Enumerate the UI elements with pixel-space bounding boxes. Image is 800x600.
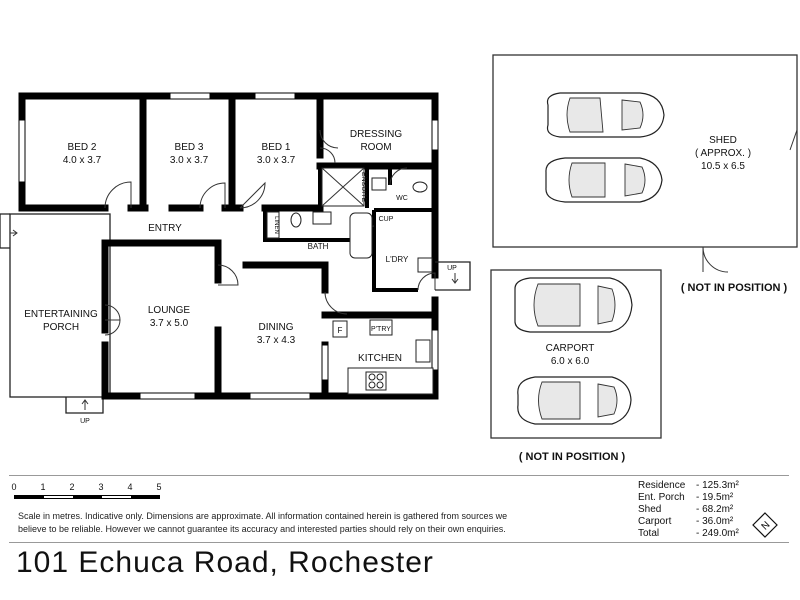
room-lounge-size: 3.7 x 5.0	[150, 318, 189, 329]
room-cup: CUP	[379, 216, 394, 223]
carport: CARPORT 6.0 x 6.0	[490, 269, 662, 439]
disclaimer-line: Scale in metres. Indicative only. Dimens…	[18, 511, 508, 521]
area-name: Carport	[638, 516, 672, 527]
toilet	[412, 181, 428, 193]
house-walls	[18, 92, 439, 400]
room-dressing-line2: ROOM	[360, 142, 391, 153]
vanity	[312, 211, 332, 225]
fridge-box	[332, 320, 348, 338]
shed: SHED ( APPROX. ) 10.5 x 6.5	[492, 54, 798, 273]
area-name: Ent. Porch	[638, 492, 685, 503]
footer-divider	[9, 542, 789, 543]
car-icon	[517, 376, 632, 425]
disclaimer-line: believe to be reliable. However we canno…	[18, 524, 506, 534]
carport-outline	[490, 269, 662, 439]
room-bed3-size: 3.0 x 3.7	[170, 155, 209, 166]
porch-label-line2: PORCH	[43, 322, 79, 333]
area-row: Total - 249.0m²	[638, 528, 760, 540]
scale-tick: 3	[98, 482, 104, 492]
room-bed2-name: BED 2	[68, 142, 97, 153]
room-pantry: P'TRY	[371, 326, 391, 333]
linen-cupboard	[266, 211, 280, 239]
area-row: Residence - 125.3m²	[638, 480, 760, 492]
area-name: Total	[638, 528, 660, 539]
disclaimer: Scale in metres. Indicative only. Dimens…	[18, 510, 608, 536]
room-entry: ENTRY	[148, 223, 182, 234]
room-dining-name: DINING	[259, 322, 294, 333]
car-icon	[545, 157, 663, 203]
area-value: - 249.0m²	[696, 528, 739, 539]
area-name: Shed	[638, 504, 662, 515]
porch-label-line1: ENTERTAINING	[24, 309, 98, 320]
room-bed2-size: 4.0 x 3.7	[63, 155, 102, 166]
area-name: Residence	[638, 480, 686, 491]
area-value: - 68.2m²	[696, 504, 734, 515]
ensuite-basin	[371, 177, 387, 191]
scale-bar-graphic	[14, 495, 160, 499]
toilet	[290, 212, 302, 228]
room-fridge: F	[338, 326, 343, 335]
scale-tick: 1	[40, 482, 46, 492]
carport-size: 6.0 x 6.0	[551, 356, 590, 367]
room-ensuite: ENSUITE	[360, 172, 367, 203]
bathtub	[349, 212, 373, 259]
fixtures	[266, 167, 434, 395]
north-arrow-icon: N	[752, 512, 778, 538]
pantry-box	[369, 319, 393, 336]
shed-note: ( NOT IN POSITION )	[681, 282, 788, 294]
laundry-tub	[417, 257, 433, 273]
area-row: Ent. Porch - 19.5m²	[638, 492, 760, 504]
shed-side-door	[789, 129, 798, 151]
shed-outline	[492, 54, 798, 248]
doors	[104, 129, 436, 336]
room-bed3-name: BED 3	[175, 142, 204, 153]
room-bath: BATH	[308, 242, 329, 251]
room-bed1-size: 3.0 x 3.7	[257, 155, 296, 166]
area-summary: Residence - 125.3m² Ent. Porch - 19.5m² …	[638, 480, 760, 540]
porch-up-label: UP	[80, 418, 90, 425]
room-kitchen: KITCHEN	[358, 353, 402, 364]
footer-divider	[9, 475, 789, 476]
shed-name: SHED	[709, 135, 737, 146]
scale-tick: 2	[69, 482, 75, 492]
room-dining-size: 3.7 x 4.3	[257, 335, 296, 346]
area-row: Carport - 36.0m²	[638, 516, 760, 528]
laundry-up-label: UP	[447, 265, 457, 272]
shed-size: 10.5 x 6.5	[701, 161, 745, 172]
shed-approx: ( APPROX. )	[695, 148, 751, 159]
scale-tick: 5	[156, 482, 162, 492]
room-ldry: L'DRY	[386, 255, 409, 264]
carport-name: CARPORT	[546, 343, 595, 354]
windows	[18, 92, 439, 400]
area-value: - 36.0m²	[696, 516, 734, 527]
scale-tick: 4	[127, 482, 133, 492]
property-address: 101 Echuca Road, Rochester	[16, 546, 434, 579]
scale-bar: 0 1 2 3 4 5	[11, 482, 174, 506]
laundry-step	[435, 261, 471, 291]
cooktop-icon	[365, 371, 387, 391]
scale-tick: 0	[11, 482, 17, 492]
area-row: Shed - 68.2m²	[638, 504, 760, 516]
car-icon	[514, 277, 633, 333]
area-value: - 19.5m²	[696, 492, 734, 503]
shed-door	[702, 246, 729, 273]
room-linen: LINEN	[273, 216, 279, 234]
room-lounge-name: LOUNGE	[148, 305, 191, 316]
kitchen-sink	[415, 339, 431, 363]
area-value: - 125.3m²	[696, 480, 739, 491]
room-wc: WC	[396, 195, 408, 202]
kitchen-bench	[347, 367, 434, 395]
car-icon	[546, 92, 665, 138]
carport-note: ( NOT IN POSITION )	[519, 451, 626, 463]
room-dressing-line1: DRESSING	[350, 129, 402, 140]
room-bed1-name: BED 1	[262, 142, 291, 153]
